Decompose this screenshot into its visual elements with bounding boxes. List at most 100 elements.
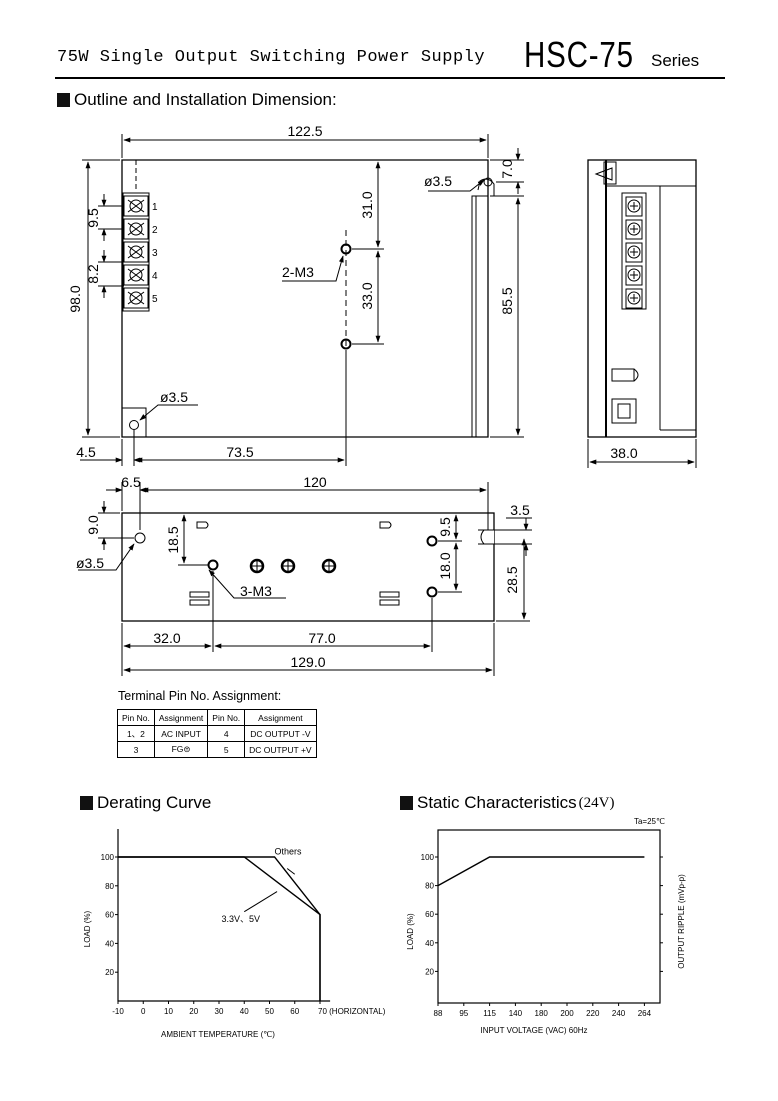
static-x-tick-label: 200: [560, 1009, 574, 1018]
derating-section-heading: Derating Curve: [80, 793, 211, 813]
static-ambient-annotation: Ta=25℃: [634, 817, 665, 826]
dim-129-0: 129.0: [290, 654, 325, 670]
hole-label-bottom-view: ø3.5: [76, 555, 104, 571]
dim-77-0: 77.0: [308, 630, 335, 646]
dim-7-0: 7.0: [499, 159, 515, 179]
derating-33v-leader: [243, 891, 278, 913]
dim-31-0: 31.0: [359, 191, 375, 218]
static-frame: [437, 829, 661, 1004]
table-header-cell: Pin No.: [207, 709, 246, 726]
static-x-tick-label: 220: [586, 1009, 600, 1018]
dim-32-0: 32.0: [153, 630, 180, 646]
static-series-line: [437, 856, 645, 887]
terminal-number-2: 2: [152, 225, 158, 236]
dim-18-5: 18.5: [165, 526, 181, 553]
derating-series-label: 3.3V、5V: [222, 914, 261, 924]
table-cell: FG⊜: [153, 741, 209, 758]
derating-x-tick-label: 30: [215, 1007, 224, 1016]
dim-98-0: 98.0: [67, 285, 83, 312]
derating-x-tick-label: 20: [189, 1007, 198, 1016]
hole-label-top: ø3.5: [424, 173, 452, 189]
terminal-number-1: 1: [152, 202, 158, 213]
dim-9-0: 9.0: [85, 515, 101, 535]
static-y-tick-label: 20: [425, 967, 434, 976]
dim-28-5: 28.5: [504, 566, 520, 593]
table-row: 1、2 AC INPUT 4 DC OUTPUT -V: [117, 725, 317, 742]
series-label: Series: [651, 51, 700, 70]
static-right-axis-label: OUTPUT RIPPLE (mVp-p): [677, 874, 686, 969]
header-rule: [55, 77, 725, 79]
section-bullet-icon: [400, 796, 413, 810]
derating-series-label: Others: [275, 847, 303, 857]
terminal-number-3: 3: [152, 248, 158, 259]
static-y-tick-label: 80: [425, 882, 434, 891]
table-row: 3 FG⊜ 5 DC OUTPUT +V: [117, 741, 317, 758]
section-bullet-icon: [80, 796, 93, 810]
derating-x-tick-label: -10: [112, 1007, 124, 1016]
model-name: HSC-75: [524, 34, 634, 75]
derating-series-line: [118, 856, 321, 1001]
document-subtitle: 75W Single Output Switching Power Supply: [57, 48, 486, 67]
side-view: [587, 159, 697, 468]
dim-6-5: 6.5: [121, 474, 141, 490]
derating-y-tick-label: 60: [105, 911, 114, 920]
static-x-tick-label: 180: [535, 1009, 549, 1018]
derating-x-tick-label: 0: [141, 1007, 146, 1016]
table-cell: DC OUTPUT +V: [244, 741, 317, 758]
static-x-tick-label: 240: [612, 1009, 626, 1018]
table-cell: AC INPUT: [153, 725, 209, 742]
derating-y-tick-label: 80: [105, 882, 114, 891]
terminal-number-5: 5: [152, 294, 158, 305]
table-cell: 1、2: [117, 725, 155, 742]
table-cell: 3: [117, 741, 155, 758]
static-y-tick-label: 60: [425, 910, 434, 919]
table-header-cell: Assignment: [153, 709, 209, 726]
derating-others-leader: [286, 868, 296, 875]
dim-85-5: 85.5: [499, 287, 515, 314]
table-header-row: Pin No. Assignment Pin No. Assignment: [117, 709, 317, 726]
dim-9-5-bottom: 9.5: [437, 517, 453, 537]
dim-18-0: 18.0: [437, 552, 453, 579]
dim-33-0: 33.0: [359, 282, 375, 309]
static-x-tick-label: 140: [509, 1009, 523, 1018]
derating-x-tick-label: 70 (HORIZONTAL): [318, 1007, 386, 1016]
derating-y-tick-label: 20: [105, 968, 114, 977]
dim-122-5: 122.5: [287, 123, 322, 139]
static-y-axis-label: LOAD (%): [406, 913, 415, 950]
static-x-tick-label: 264: [638, 1009, 652, 1018]
table-header-cell: Assignment: [244, 709, 317, 726]
static-x-tick-label: 95: [459, 1009, 468, 1018]
derating-x-tick-label: 50: [265, 1007, 274, 1016]
table-cell: 4: [207, 725, 246, 742]
dim-8-2: 8.2: [85, 264, 101, 284]
static-y-tick-label: 100: [421, 853, 435, 862]
section-bullet-icon: [57, 93, 70, 107]
derating-x-tick-label: 60: [290, 1007, 299, 1016]
dim-9-5-pitch: 9.5: [85, 208, 101, 228]
pin-assignment-table: Pin No. Assignment Pin No. Assignment 1、…: [117, 709, 317, 758]
dim-38-0: 38.0: [610, 445, 637, 461]
dim-73-5: 73.5: [226, 444, 253, 460]
top-view: [80, 134, 524, 466]
table-cell: DC OUTPUT -V: [244, 725, 317, 742]
pin-table-caption: Terminal Pin No. Assignment:: [118, 689, 282, 703]
static-section-heading: Static Characteristics (24V): [400, 793, 615, 813]
derating-y-axis-label: LOAD (%): [83, 910, 92, 947]
hole-label-bottom-left: ø3.5: [160, 389, 188, 405]
derating-y-tick-label: 40: [105, 939, 114, 948]
terminal-number-4: 4: [152, 271, 158, 282]
derating-y-tick-label: 100: [101, 853, 115, 862]
static-y-tick-label: 40: [425, 939, 434, 948]
outline-section-heading: Outline and Installation Dimension:: [57, 90, 337, 110]
table-cell: 5: [207, 741, 246, 758]
dim-120: 120: [303, 474, 327, 490]
screw-label-3-m3: 3-M3: [240, 583, 272, 599]
bottom-view: [78, 482, 532, 676]
static-x-axis-label: INPUT VOLTAGE (VAC) 60Hz: [481, 1026, 588, 1035]
dim-4-5: 4.5: [76, 444, 96, 460]
derating-x-tick-label: 40: [240, 1007, 249, 1016]
static-x-tick-label: 115: [483, 1009, 496, 1018]
table-header-cell: Pin No.: [117, 709, 155, 726]
screw-label-2-m3: 2-M3: [282, 264, 314, 280]
